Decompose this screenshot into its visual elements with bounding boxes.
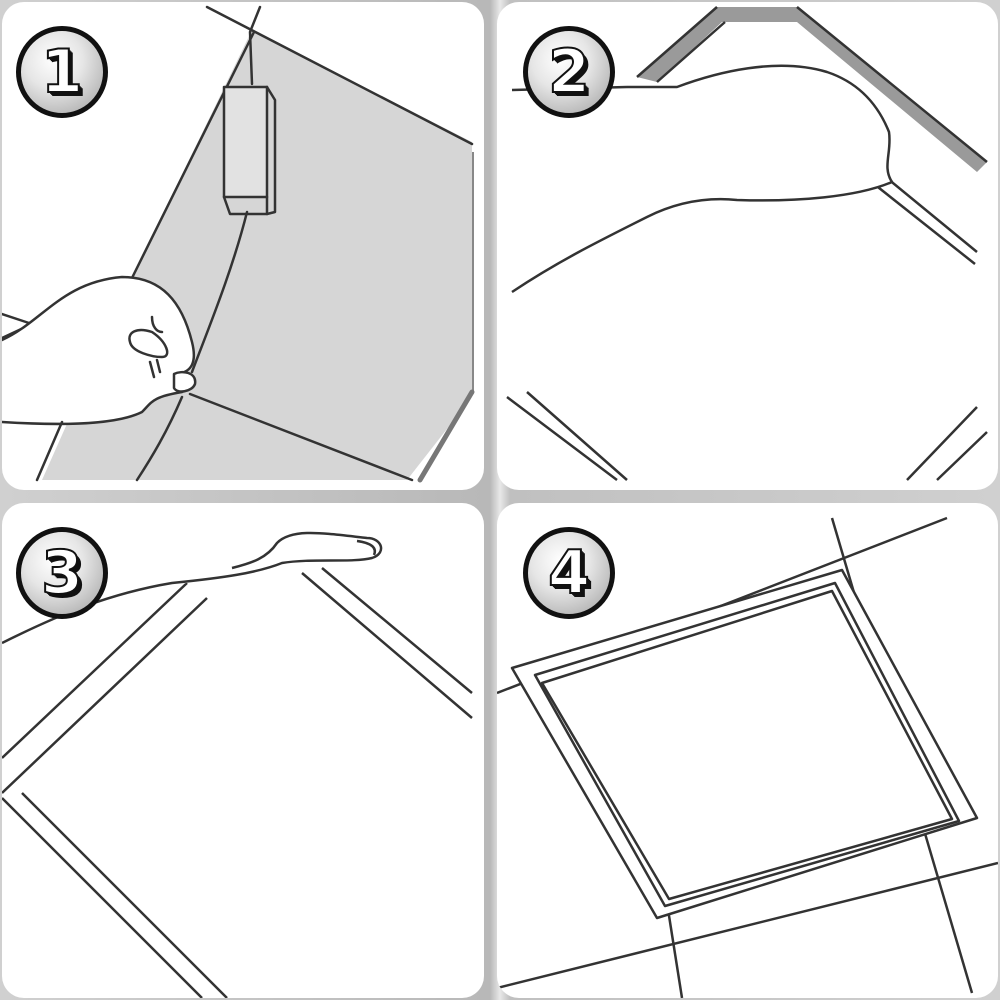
step-2-illustration [506,6,988,481]
step-4-illustration [497,516,998,998]
step-4-panel: 4 [497,503,998,998]
step-2-badge: 2 [523,26,615,118]
step-3-panel: 3 [2,503,484,998]
step-1-number: 1 [40,37,84,107]
step-3-number: 3 [40,538,84,608]
step-2-number: 2 [547,37,591,107]
step-1-illustration [2,5,475,483]
step-2-panel: 2 [497,2,998,490]
step-1-panel: 1 [2,2,484,490]
step-4-badge: 4 [523,527,615,619]
step-4-number: 4 [547,538,591,608]
step-3-badge: 3 [16,527,108,619]
step-1-badge: 1 [16,26,108,118]
step-3-illustration [2,531,473,998]
